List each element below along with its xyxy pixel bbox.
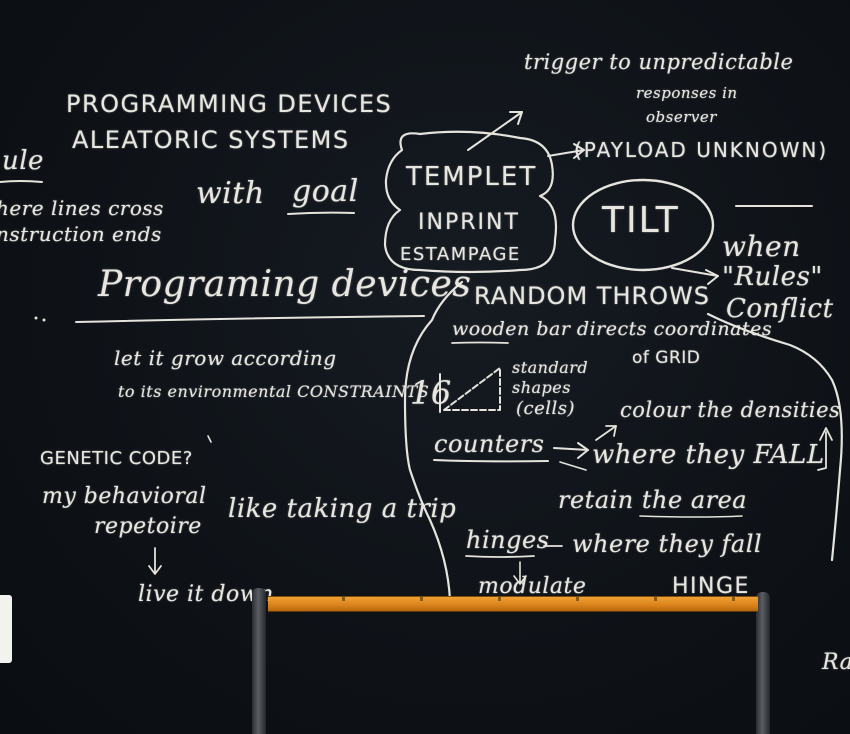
wooden-bar-text: wooden bar directs coordinates [452,318,773,340]
behavioral-line2: repetoire [94,514,202,539]
inprint-text: INPRINT [418,210,520,235]
retain-area-text: retain the area [558,486,748,514]
trigger-line2: responses in [636,84,738,102]
live-it-down-text: live it down [138,582,274,607]
standard-shapes-line2: shapes [512,378,571,397]
belt-tick [732,597,735,601]
rules-text: "Rules" [722,262,823,292]
grow-line2: to its environmental CONSTRAINTS [118,382,430,401]
hinges-text: hinges [466,526,550,554]
belt-tick [342,597,345,601]
sixteen-text: 16 [410,374,452,412]
belt-tick [420,597,423,601]
tilt-text: TILT [602,200,680,241]
heading-line2: ALEATORIC SYSTEMS [72,126,350,154]
standard-shapes-line1: standard [512,358,589,377]
modulate-text: modulate [478,574,587,599]
random-throws-text: RANDOM THROWS [474,282,711,310]
belt-tick [498,597,501,601]
barrier-belt [268,596,758,612]
conflict-text: Conflict [726,294,834,324]
signature-text: Ray [822,650,850,675]
trigger-line1: trigger to unpredictable [524,50,794,74]
programming-devices-text: Programing devices [98,264,472,305]
with-text: with [196,176,265,211]
where-they-fall-text: where they FALL [592,440,825,470]
grow-line1: let it grow according [114,346,337,370]
left-edge-line3: nstruction ends [0,222,162,246]
behavioral-line1: my behavioral [42,484,207,509]
where-they-fall2-text: where they fall [572,530,763,558]
templet-text: TEMPLET [406,162,538,192]
of-grid-text: of GRID [632,348,701,368]
belt-tick [576,597,579,601]
left-stanchion-post [252,588,266,734]
wall-card [0,595,12,663]
payload-text: (PAYLOAD UNKNOWN) [574,138,829,162]
left-edge-line2: here lines cross [0,196,164,220]
trigger-line3: observer [646,108,717,126]
genetic-code-text: GENETIC CODE? [40,448,193,469]
goal-text: goal [292,174,359,209]
belt-tick [654,597,657,601]
trip-text: like taking a trip [228,494,457,524]
counters-text: counters [434,430,545,458]
estampage-text: ESTAMPAGE [400,244,521,265]
left-edge-line1: ule [2,146,44,176]
colour-densities-text: colour the densities [620,398,841,422]
when-text: when [722,230,801,263]
right-stanchion-post [756,592,770,734]
heading-line1: PROGRAMMING DEVICES [66,90,393,118]
standard-shapes-line3: (cells) [516,398,576,419]
hinge-text: HINGE [672,574,750,599]
